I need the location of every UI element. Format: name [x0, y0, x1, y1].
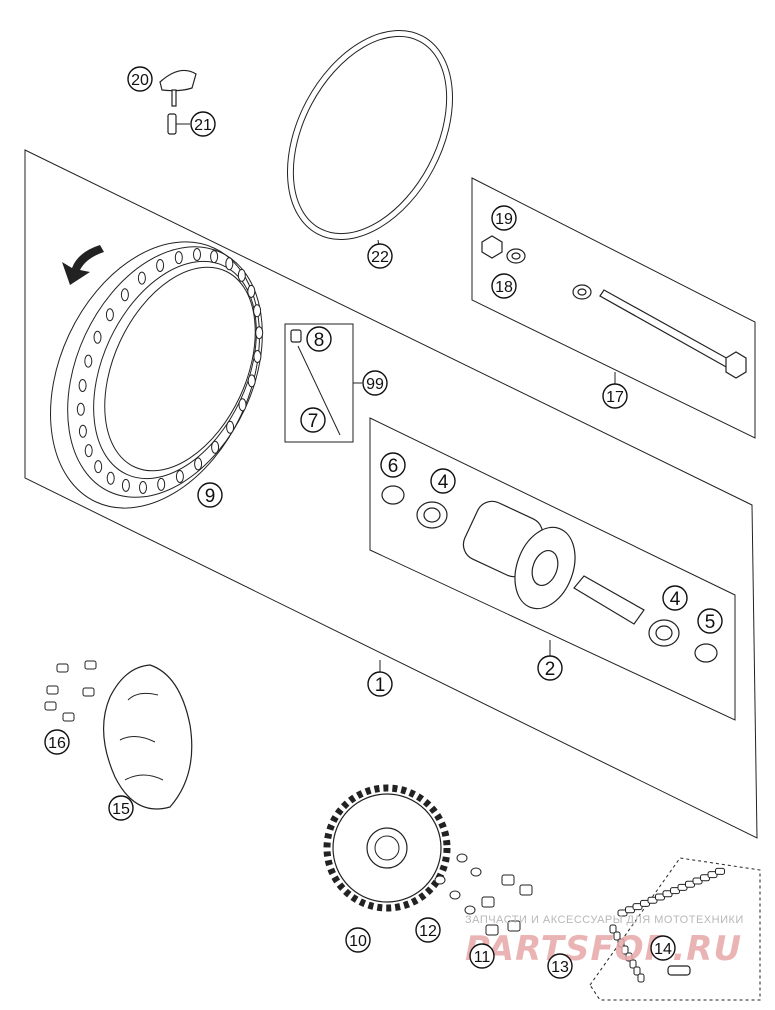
svg-text:11: 11 — [474, 949, 491, 966]
svg-text:14: 14 — [654, 941, 672, 958]
svg-text:4: 4 — [670, 589, 681, 610]
svg-text:7: 7 — [308, 411, 319, 432]
svg-text:6: 6 — [388, 456, 399, 477]
assembly-frame-wheel — [24, 149, 758, 839]
brake-disc — [103, 664, 193, 810]
svg-text:4: 4 — [438, 472, 449, 493]
svg-text:22: 22 — [371, 249, 389, 266]
watermark-tagline: ЗАПЧАСТИ И АКСЕССУАРЫ ДЛЯ МОТОТЕХНИКИ — [465, 914, 744, 926]
rim-lock-valve — [159, 69, 197, 135]
svg-text:99: 99 — [366, 376, 384, 393]
sprocket-bolts-and-washers — [434, 853, 533, 936]
callout-11: 11 — [469, 943, 495, 969]
disc-bolts — [44, 660, 97, 722]
svg-text:5: 5 — [705, 612, 716, 633]
callout-5: 5 — [697, 608, 723, 634]
callout-16: 16 — [44, 729, 70, 755]
callout-18: 18 — [491, 273, 517, 299]
callout-21: 21 — [190, 111, 216, 137]
svg-text:16: 16 — [48, 735, 66, 752]
hub-parts — [381, 485, 718, 663]
svg-text:12: 12 — [419, 923, 437, 940]
callout-14: 14 — [650, 935, 676, 961]
rear-sprocket — [323, 784, 451, 912]
callout-99: 99 — [362, 370, 388, 396]
callout-4-right: 4 — [662, 585, 688, 611]
axle-kit-frame — [471, 177, 756, 439]
chain-kit — [589, 857, 761, 1001]
axle-parts — [481, 235, 747, 385]
callout-19: 19 — [491, 205, 517, 231]
svg-text:21: 21 — [194, 117, 212, 134]
callout-1: 1 — [367, 671, 393, 697]
svg-text:20: 20 — [131, 72, 149, 89]
callout-15: 15 — [108, 795, 134, 821]
svg-text:19: 19 — [495, 211, 513, 228]
svg-text:8: 8 — [314, 330, 325, 351]
callout-2: 2 — [537, 655, 563, 681]
callout-20: 20 — [127, 66, 153, 92]
callout-8: 8 — [306, 326, 332, 352]
callout-6: 6 — [380, 452, 406, 478]
callout-17: 17 — [602, 383, 628, 409]
watermark-brand: PARTSFOR.RU — [465, 929, 742, 969]
callout-13: 13 — [547, 953, 573, 979]
callout-10: 10 — [345, 927, 371, 953]
svg-text:15: 15 — [112, 801, 130, 818]
rotation-arrow — [62, 245, 104, 285]
svg-text:13: 13 — [551, 959, 569, 976]
svg-text:18: 18 — [495, 279, 513, 296]
spoke-and-nipple — [290, 329, 362, 436]
rim-band — [287, 29, 453, 253]
callout-12: 12 — [415, 917, 441, 943]
hub-frame — [369, 417, 736, 721]
callout-22: 22 — [367, 243, 393, 269]
rim-spoke-holes — [76, 248, 264, 494]
callout-9: 9 — [197, 482, 223, 508]
callout-4-left: 4 — [430, 468, 456, 494]
svg-text:1: 1 — [375, 675, 386, 696]
svg-text:10: 10 — [349, 933, 367, 950]
svg-text:2: 2 — [545, 659, 556, 680]
svg-text:9: 9 — [205, 486, 216, 507]
svg-text:17: 17 — [606, 389, 624, 406]
callout-7: 7 — [300, 407, 326, 433]
